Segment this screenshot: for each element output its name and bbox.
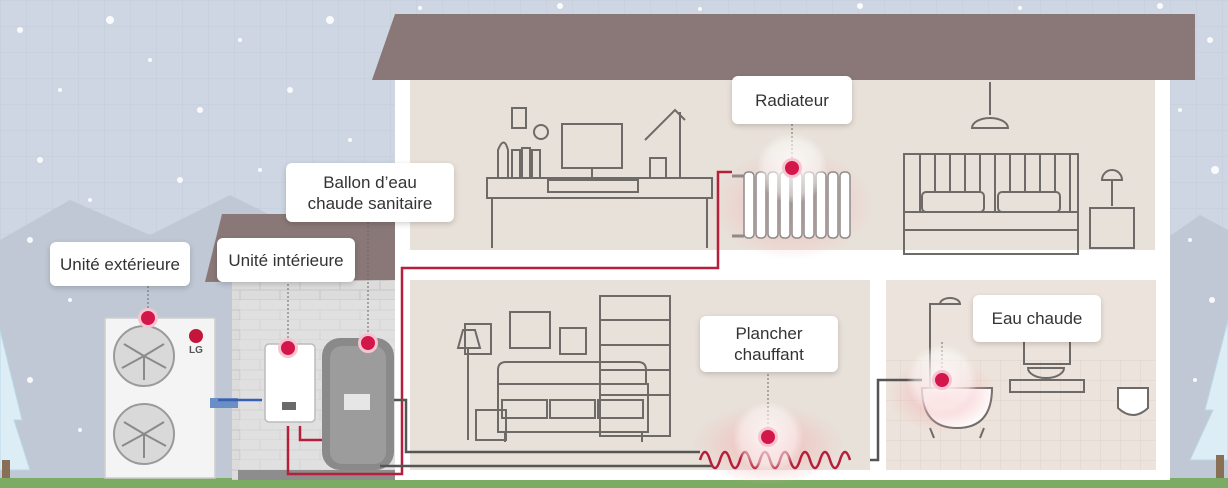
water-tank-graphic xyxy=(322,338,394,470)
outdoor-unit-label: Unité extérieure xyxy=(50,242,190,286)
water-tank-marker[interactable] xyxy=(358,333,378,353)
radiator-marker[interactable] xyxy=(782,158,802,178)
radiator-label: Radiateur xyxy=(732,76,852,124)
floor-heating-label: Plancher chauffant xyxy=(700,316,838,372)
floor-heating-marker[interactable] xyxy=(758,427,778,447)
tree-right xyxy=(1189,319,1228,480)
main-roof xyxy=(372,14,1195,80)
bed xyxy=(903,82,1135,255)
desk xyxy=(486,107,713,248)
pipes xyxy=(218,170,922,476)
sofa xyxy=(456,295,671,442)
indoor-unit-marker[interactable] xyxy=(278,338,298,358)
ground xyxy=(0,478,1228,488)
hot-water-label: Eau chaude xyxy=(973,295,1101,342)
hot-water-marker[interactable] xyxy=(932,370,952,390)
snow xyxy=(17,3,1219,432)
outdoor-unit-marker[interactable] xyxy=(138,308,158,328)
lg-logo-icon xyxy=(189,329,203,343)
tree-left xyxy=(0,329,31,480)
water-tank-label: Ballon d’eau chaude sanitaire xyxy=(286,163,454,222)
indoor-unit-label: Unité intérieure xyxy=(217,238,355,282)
lg-logo-text: LG xyxy=(189,345,203,356)
outdoor-unit-graphic xyxy=(104,317,238,479)
